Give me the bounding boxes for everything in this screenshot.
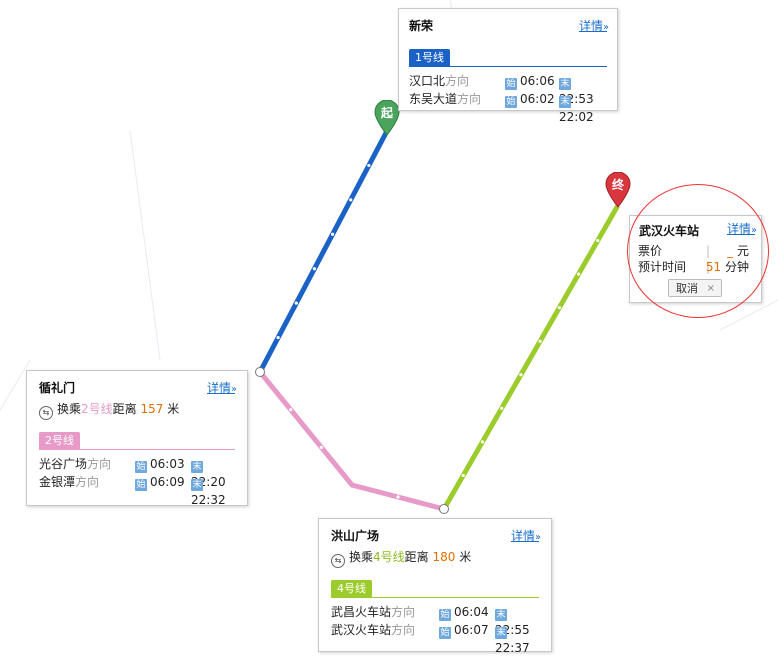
double-chevron-icon: ›› (231, 384, 237, 395)
transfer-line: 4号线 (373, 550, 405, 564)
direction-destination: 金银潭 (39, 475, 76, 489)
stop-dot (461, 473, 465, 478)
line-divider (39, 449, 235, 450)
first-train-time: 06:02 (520, 92, 555, 106)
line-divider (409, 66, 607, 67)
end-marker[interactable]: 终 (605, 171, 631, 208)
first-train-time: 06:03 (150, 457, 185, 471)
line1-route (257, 128, 390, 375)
station-name: 洪山广场 (331, 529, 380, 543)
first-train-icon: 始 (135, 461, 147, 473)
first-train-icon: 始 (135, 479, 147, 491)
first-train-time: 06:04 (454, 605, 489, 619)
transfer-info: ⇆换乘4号线距离 180 米 (331, 547, 539, 568)
highlight-circle (627, 184, 769, 318)
start-marker[interactable]: 起 (374, 99, 400, 136)
direction-destination: 武汉火车站 (331, 623, 392, 637)
direction-destination: 汉口北 (409, 74, 446, 88)
transfer-info: ⇆换乘2号线距离 157 米 (39, 399, 235, 420)
stop-dot (500, 406, 504, 410)
start-pin-icon (374, 99, 400, 136)
transfer-line: 2号线 (81, 402, 113, 416)
first-train-icon: 始 (439, 609, 451, 621)
last-train-icon: 末 (191, 461, 203, 473)
stop-dot (312, 267, 317, 271)
stop-dot (276, 335, 280, 340)
transfer-distance: 180 (432, 550, 456, 564)
double-chevron-icon: ›› (535, 532, 541, 543)
stop-dot (367, 163, 371, 168)
stop-dot (319, 445, 323, 449)
stop-dot (480, 440, 485, 444)
line2-route (257, 369, 447, 512)
end-marker-label: 终 (611, 178, 624, 192)
last-train-icon: 末 (495, 627, 507, 639)
first-train-time: 06:06 (520, 74, 555, 88)
stop-dot (349, 198, 353, 202)
transfer-node-hongshan (439, 504, 449, 514)
stop-dot (294, 301, 298, 305)
double-chevron-icon: ›› (603, 22, 609, 33)
first-train-icon: 始 (505, 96, 517, 108)
first-train-time: 06:09 (150, 475, 185, 489)
last-train-icon: 末 (559, 78, 571, 90)
first-train-time: 06:07 (454, 623, 489, 637)
last-train-time: 22:37 (495, 641, 530, 655)
last-train-icon: 末 (495, 609, 507, 621)
direction-destination: 光谷广场 (39, 457, 88, 471)
details-link[interactable]: 详情›› (206, 381, 237, 395)
station-name: 新荣 (409, 19, 434, 33)
last-train-time: 22:02 (559, 110, 594, 124)
first-train-icon: 始 (439, 627, 451, 639)
direction-destination: 武昌火车站 (331, 605, 392, 619)
direction-destination: 东吴大道 (409, 92, 458, 106)
line-badge: 2号线 (39, 432, 80, 449)
transfer-icon: ⇆ (39, 406, 53, 420)
transfer-node-xunlimen (255, 367, 265, 377)
stop-dot (557, 306, 561, 310)
last-train-icon: 末 (191, 479, 203, 491)
end-pin-icon (605, 171, 631, 208)
stop-dot (576, 272, 581, 276)
stop-dot (519, 373, 523, 377)
details-link[interactable]: 详情›› (578, 19, 609, 33)
line-badge: 4号线 (331, 580, 372, 597)
details-link[interactable]: 详情›› (510, 529, 541, 543)
last-train-time: 22:32 (191, 493, 226, 507)
stop-dot (596, 238, 600, 243)
stop-dot (396, 495, 400, 499)
stop-dot (538, 339, 542, 343)
transfer-icon: ⇆ (331, 554, 345, 568)
stop-dot (289, 408, 293, 412)
line-badge: 1号线 (409, 49, 450, 66)
line-divider (331, 597, 539, 598)
transfer-distance: 157 (140, 402, 164, 416)
station-name: 循礼门 (39, 381, 76, 395)
stop-dot (330, 232, 335, 236)
first-train-icon: 始 (505, 78, 517, 90)
start-marker-label: 起 (380, 106, 393, 120)
line4-route (441, 204, 620, 512)
last-train-icon: 末 (559, 96, 571, 108)
